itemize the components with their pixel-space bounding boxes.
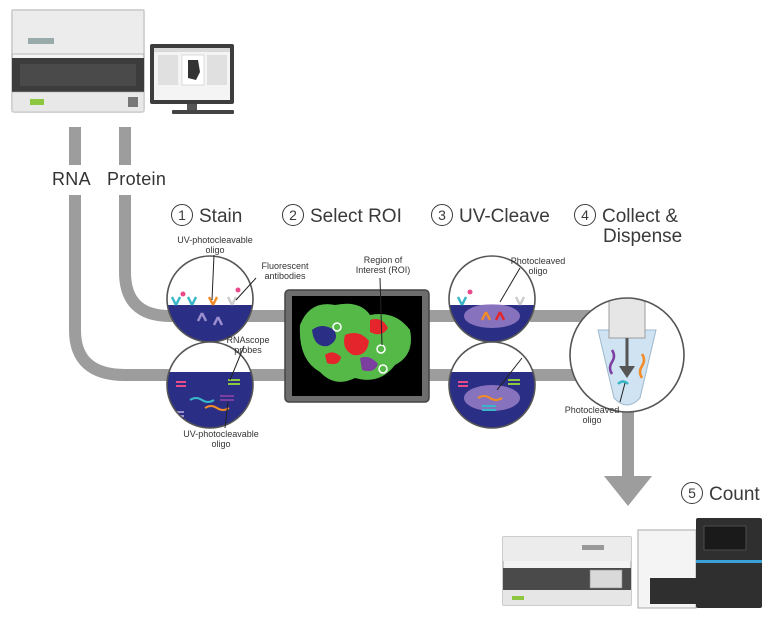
fluorescent-antibodies-label: Fluorescent antibodies [261, 261, 309, 281]
protein-pipe [119, 127, 458, 322]
rna-label: RNA [52, 169, 91, 189]
step-title: Select ROI [310, 206, 402, 227]
protein-label: Protein [107, 169, 167, 189]
uv-oligo-top-label: UV-photocleavable oligo [177, 235, 253, 255]
geomx-instrument [11, 9, 145, 113]
uv-oligo-bottom-label: UV-photocleavable oligo [183, 429, 259, 449]
down-arrow [604, 476, 652, 506]
rna-stain-circle [166, 341, 254, 429]
step-4-collect-dispense: 4 Collect & [574, 204, 678, 228]
rna-pipe [69, 127, 458, 381]
roi-slide [284, 289, 430, 403]
roi-label: Region of Interest (ROI) [355, 255, 411, 275]
step-4-title-line-2: Dispense [603, 226, 683, 247]
photocleaved-oligo-tube-label: Photocleaved oligo [564, 405, 620, 425]
leader-lines [211, 254, 626, 429]
step-number: 5 [681, 482, 703, 504]
step-number: 2 [282, 204, 304, 226]
photocleaved-oligo-top-label: Photocleaved oligo [510, 256, 566, 276]
step-title: Stain [199, 206, 243, 227]
step-3-uv-cleave: 3 UV-Cleave [431, 204, 550, 228]
step-1-stain: 1 Stain [171, 204, 242, 228]
sequencer-instrument [637, 518, 762, 609]
step-title: UV-Cleave [459, 206, 550, 227]
protein-stain-circle [166, 255, 254, 343]
step-title: Count [709, 484, 760, 505]
rnascope-probes-label: RNAscope probes [226, 335, 270, 355]
uv-cleave-rna-circle [448, 341, 536, 429]
monitor [150, 44, 234, 114]
step-number: 1 [171, 204, 193, 226]
flow-pipes [69, 127, 634, 478]
step-title: Collect & [602, 206, 679, 227]
step-number: 4 [574, 204, 596, 226]
step-5-count: 5 Count [681, 482, 760, 506]
ncounter-instrument [502, 536, 632, 606]
step-number: 3 [431, 204, 453, 226]
step-2-select-roi: 2 Select ROI [282, 204, 402, 228]
collect-dispense-circle [569, 297, 685, 413]
